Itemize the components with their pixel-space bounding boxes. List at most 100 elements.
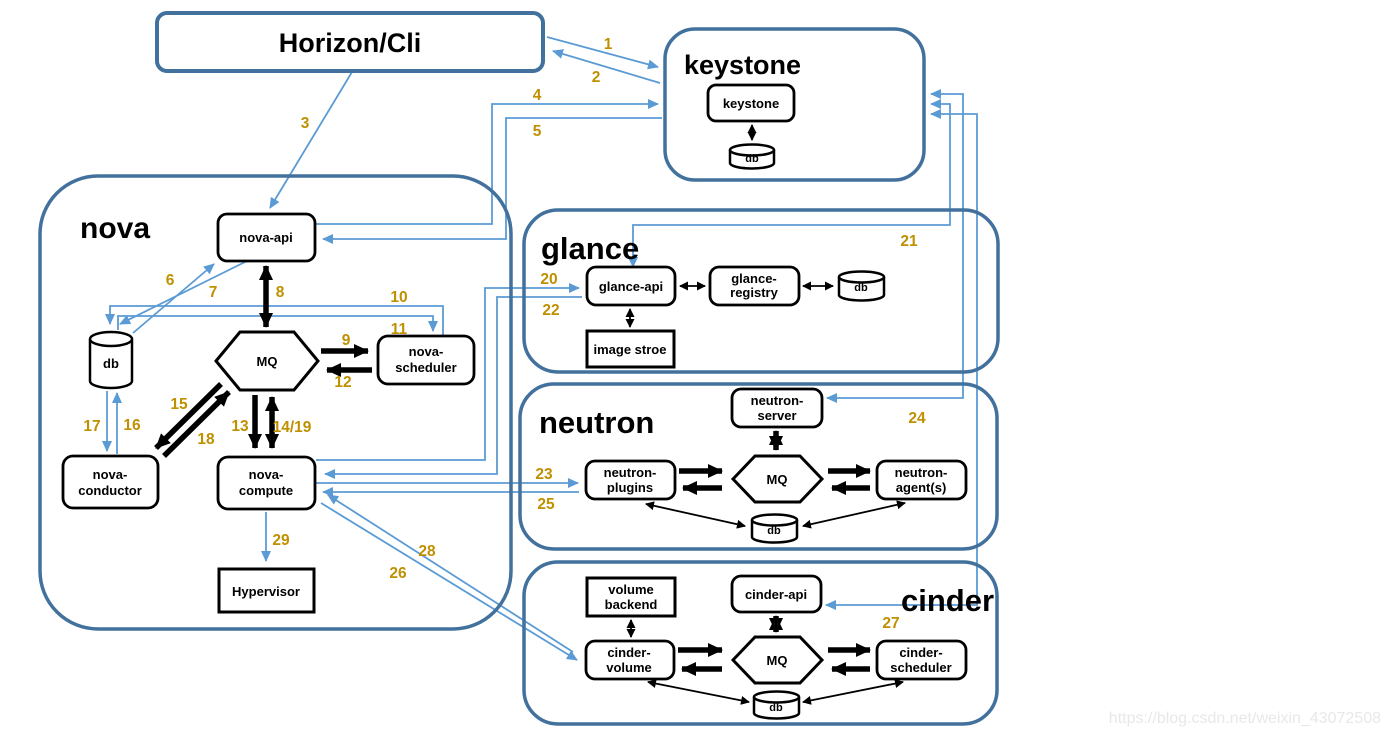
keystone-db-cylinder [728,143,776,170]
glance-api-label: glance-api [599,279,663,294]
cinder-mq-hexagon [730,635,825,685]
glance-db-label: db [854,282,868,294]
containers [38,11,1000,726]
glance-registry-label-2: registry [730,285,778,300]
glance-db-cylinder [837,270,886,302]
nova-compute-label-2: compute [239,483,293,498]
step-label-27: 27 [882,615,899,632]
glance-registry-box [708,265,801,307]
neutron-agents-label-1: neutron- [895,465,948,480]
neutron-agents-box [875,459,968,501]
nova-scheduler-label-1: nova- [409,344,444,359]
cinder-mq-label: MQ [767,653,788,668]
step-label-21: 21 [900,233,918,250]
step-label-17: 17 [83,418,100,435]
nova-scheduler-label-2: scheduler [395,360,456,375]
nova-container [38,174,513,631]
neutron-agents-label-2: agent(s) [896,480,947,495]
cinder-db-cylinder [752,690,801,720]
keystone-nodes [706,83,796,170]
step-label-25: 25 [537,496,555,513]
hypervisor-box [217,567,316,614]
step-label-9: 9 [342,332,351,349]
flow-line-20-compute-to-glance-api [316,283,580,461]
neutron-title: neutron [539,405,654,440]
step-label-5: 5 [533,123,542,140]
glance-api-box [585,265,677,307]
nova-api-label: nova-api [239,230,292,245]
cinder-api-label: cinder-api [745,587,807,602]
step-label-10: 10 [390,289,407,306]
step-label-29: 29 [272,532,290,549]
step-label-7: 7 [209,284,218,301]
volume-backend-box [585,576,677,618]
flow-line-21-glance-keystone [628,99,951,268]
cinder-volume-label-1: cinder- [607,645,650,660]
neutron-plugins-box [584,459,677,501]
hypervisor-label: Hypervisor [232,584,300,599]
neutron-db-label: db [767,525,781,537]
step-label-6: 6 [166,272,175,289]
step-label-1: 1 [604,36,613,53]
flow-line-22-glance-api-to-compute [324,296,582,479]
keystone-service-box [706,83,796,123]
keystone-title: keystone [684,50,801,80]
flow-line-24-neutron-keystone [826,89,964,403]
step-label-22: 22 [542,302,559,319]
step-label-14-19: 14/19 [273,419,312,436]
neutron-plugins-label-1: neutron- [604,465,657,480]
neutron-mq-label: MQ [767,472,788,487]
cinder-volume-label-2: volume [606,660,652,675]
flow-line-4-nova-api-to-keystone [315,99,659,225]
cinder-nodes [584,574,968,720]
image-store-label: image stroe [594,342,667,357]
neutron-server-label-2: server [757,408,796,423]
nova-db-label: db [103,356,119,371]
glance-container [522,208,1000,374]
nova-scheduler-box [376,334,476,386]
cinder-scheduler-label-2: scheduler [890,660,951,675]
cinder-container [522,560,999,726]
step-label-18: 18 [197,431,215,448]
arrow-15-mq-to-conductor [154,382,223,450]
step-label-2: 2 [592,69,601,86]
neutron-server-label-1: neutron- [751,393,804,408]
step-label-3: 3 [301,115,310,132]
nova-conductor-box [61,454,160,510]
flow-lines-blue [102,36,978,661]
step-label-24: 24 [908,410,926,427]
flow-line-1-horizon-to-keystone [546,36,659,70]
nova-api-box [216,212,317,263]
cinder-scheduler-label-1: cinder- [899,645,942,660]
nova-mq-hexagon [214,330,320,392]
step-label-15: 15 [170,396,188,413]
glance-nodes [585,265,886,369]
nova-db-cylinder [88,330,134,390]
step-label-11: 11 [391,321,408,338]
neutron-plugins-label-2: plugins [607,480,653,495]
keystone-service-label: keystone [723,96,779,111]
neutron-container [518,382,999,551]
flow-line-3-horizon-to-nova-api [269,71,353,209]
step-label-23: 23 [535,466,553,483]
glance-title: glance [541,231,639,266]
nova-compute-label-1: nova- [249,467,284,482]
arrow-cinder-volume-db [647,679,750,705]
arrow-neutron-plugins-db [645,501,746,529]
step-label-16: 16 [123,417,141,434]
db-arrows-black [625,124,906,705]
cinder-volume-box [584,639,676,681]
flow-line-5-keystone-to-nova-api [322,117,662,244]
flow-line-28-cinder-volume-to-compute [327,494,574,653]
cinder-title: cinder [901,583,994,618]
arrow-18-conductor-to-mq [162,390,231,458]
cinder-scheduler-box [875,639,968,681]
neutron-nodes [584,387,968,544]
step-label-13: 13 [231,418,249,435]
watermark-text: https://blog.csdn.net/weixin_43072508 [1109,710,1381,727]
nova-conductor-label-1: nova- [93,467,128,482]
nova-conductor-label-2: conductor [78,483,142,498]
flow-line-26-compute-to-cinder-volume [320,502,578,661]
rpc-arrows-black [154,265,871,676]
